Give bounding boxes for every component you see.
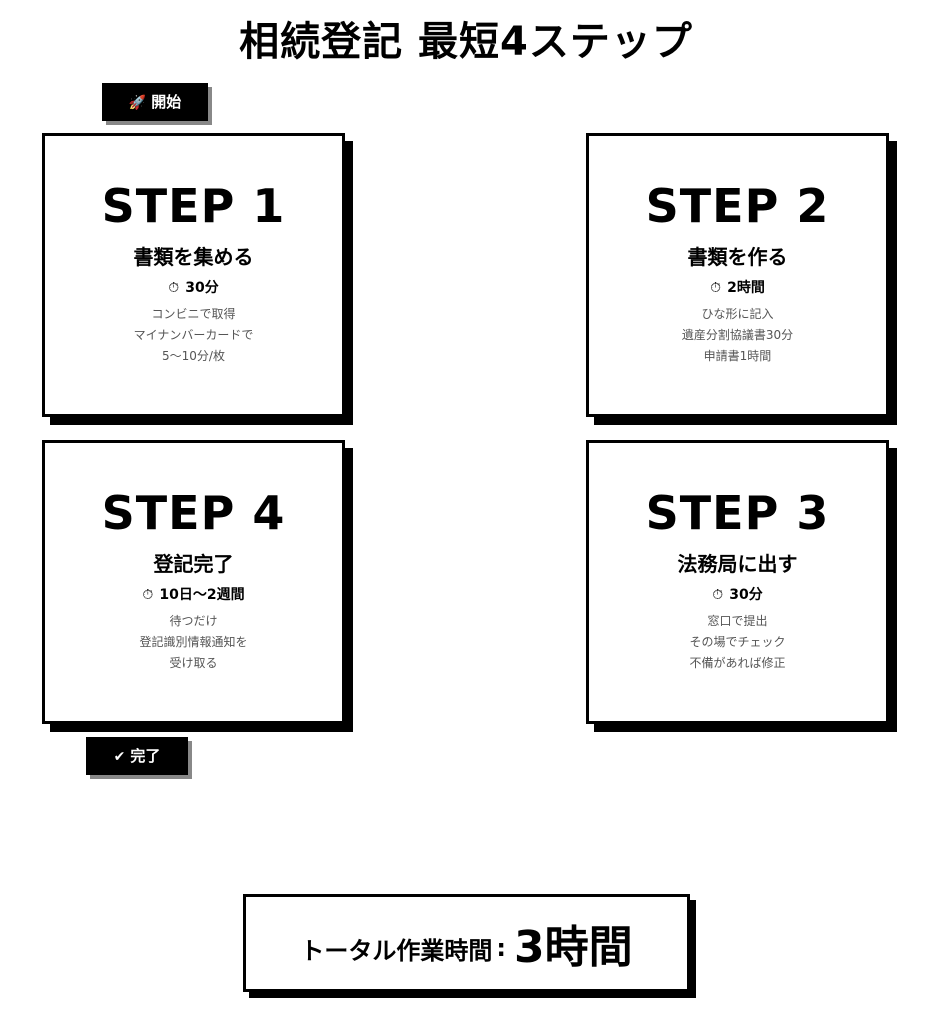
- step-card-1: STEP 1 書類を集める ⏱ 30分 コンビニで取得 マイナンバーカードで 5〜…: [42, 133, 345, 417]
- step-time: ⏱ 30分: [45, 278, 342, 298]
- step-description: コンビニで取得 マイナンバーカードで 5〜10分/枚: [45, 304, 342, 367]
- stopwatch-icon: ⏱: [168, 280, 180, 296]
- desc-line: その場でチェック: [689, 635, 786, 649]
- total-time-separator: :: [496, 934, 506, 962]
- stopwatch-icon: ⏱: [710, 280, 722, 296]
- step-number: STEP 1: [101, 179, 286, 233]
- done-tag: ✔完了: [86, 737, 188, 775]
- desc-line: 登記識別情報通知を: [139, 635, 248, 649]
- step-name: 法務局に出す: [677, 552, 798, 576]
- start-tag-label: 開始: [151, 93, 182, 111]
- start-tag: 🚀開始: [102, 83, 208, 121]
- desc-line: 遺産分割協議書30分: [681, 328, 794, 342]
- check-icon: ✔: [113, 749, 126, 765]
- step-name: 書類を集める: [133, 245, 254, 269]
- step-name: 登記完了: [153, 552, 234, 576]
- step-time-value: 30分: [185, 280, 219, 296]
- step-description: ひな形に記入 遺産分割協議書30分 申請書1時間: [589, 304, 886, 367]
- rocket-icon: 🚀: [128, 95, 147, 111]
- step-time-value: 10日〜2週間: [159, 587, 245, 603]
- step-card-4: STEP 4 登記完了 ⏱ 10日〜2週間 待つだけ 登記識別情報通知を 受け取る: [42, 440, 345, 724]
- desc-line: 窓口で提出: [707, 614, 768, 628]
- desc-line: 申請書1時間: [703, 349, 772, 363]
- step-number: STEP 4: [101, 486, 286, 540]
- step-time: ⏱ 10日〜2週間: [45, 585, 342, 605]
- desc-line: ひな形に記入: [701, 307, 774, 321]
- total-time-label: トータル作業時間: [300, 936, 493, 965]
- total-time-value: 3時間: [513, 922, 633, 973]
- step-time: ⏱ 2時間: [589, 278, 886, 298]
- step-description: 待つだけ 登記識別情報通知を 受け取る: [45, 611, 342, 674]
- step-card-3: STEP 3 法務局に出す ⏱ 30分 窓口で提出 その場でチェック 不備があれば…: [586, 440, 889, 724]
- page-title: 相続登記 最短4ステップ: [239, 19, 693, 65]
- desc-line: 待つだけ: [169, 614, 218, 628]
- step-time-value: 30分: [729, 587, 763, 603]
- desc-line: マイナンバーカードで: [133, 328, 254, 342]
- step-number: STEP 3: [645, 486, 830, 540]
- desc-line: コンビニで取得: [151, 307, 236, 321]
- stopwatch-icon: ⏱: [142, 587, 154, 603]
- desc-line: 5〜10分/枚: [162, 349, 225, 363]
- stopwatch-icon: ⏱: [712, 587, 724, 603]
- desc-line: 受け取る: [169, 656, 218, 670]
- step-name: 書類を作る: [687, 245, 788, 269]
- done-tag-label: 完了: [130, 747, 161, 765]
- step-description: 窓口で提出 その場でチェック 不備があれば修正: [589, 611, 886, 674]
- total-time-box: トータル作業時間 : 3時間: [243, 894, 690, 992]
- step-time-value: 2時間: [727, 280, 765, 296]
- step-time: ⏱ 30分: [589, 585, 886, 605]
- desc-line: 不備があれば修正: [689, 656, 786, 670]
- step-card-2: STEP 2 書類を作る ⏱ 2時間 ひな形に記入 遺産分割協議書30分 申請書1…: [586, 133, 889, 417]
- step-number: STEP 2: [645, 179, 830, 233]
